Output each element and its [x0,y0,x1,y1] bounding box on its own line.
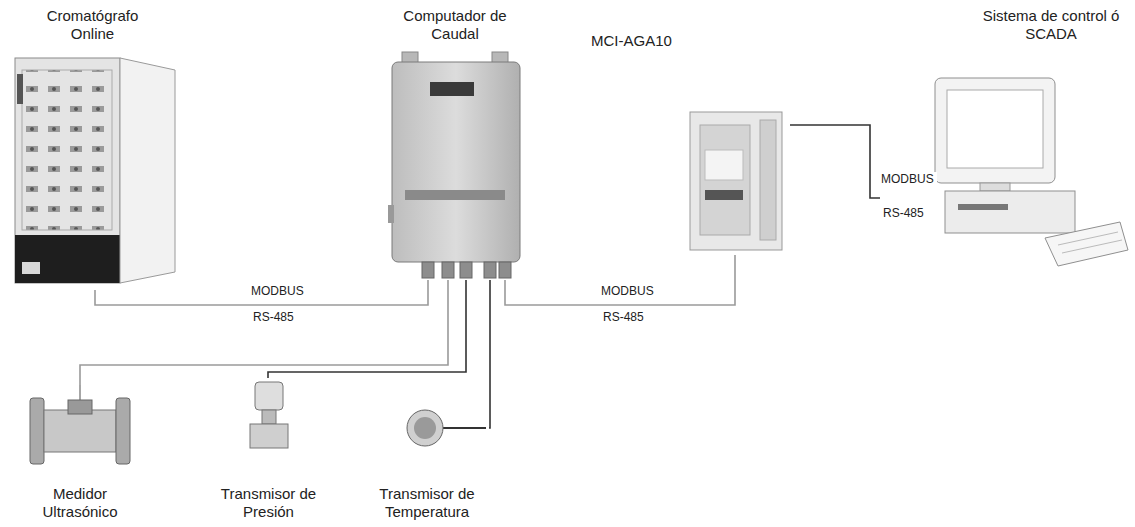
cable-connector [505,255,735,305]
protocol-label: RS-485 [250,310,297,324]
din-rail-module [690,112,782,250]
device-label: Transmisor de Presión [207,483,330,523]
device-label: Sistema de control ó SCADA [972,5,1130,45]
device-label: Transmisor de Temperatura [366,483,489,523]
chromatograph-cabinet [15,58,175,283]
flow-computer-node: Computador de Caudal [385,5,525,280]
temperature-transmitter [407,410,486,446]
protocol-label: MODBUS [248,284,307,298]
protocol-label: RS-485 [880,206,927,220]
ultrasonic-meter-node: Medidor Ultrasónico [15,385,145,523]
chromatograph-node: Cromatógrafo Online [5,5,180,290]
interface-module-node: MCI-AGA10 [585,30,790,255]
pressure-transmitter-node: Transmisor de Presión [205,378,332,523]
protocol-label: RS-485 [600,310,647,324]
device-label: Computador de Caudal [391,5,519,45]
scada-node: Sistema de control ó SCADA [880,5,1130,267]
temperature-transmitter-node: Transmisor de Temperatura [365,400,489,523]
protocol-label: MODBUS [878,172,937,186]
device-label: Medidor Ultrasónico [21,483,139,523]
cable-connector [80,280,448,385]
device-label: MCI-AGA10 [587,30,676,52]
ultrasonic-meter [30,385,130,464]
device-label: Cromatógrafo Online [29,5,157,45]
cable-connector [489,280,490,428]
protocol-label: MODBUS [598,284,657,298]
cable-connector [790,125,880,198]
pressure-transmitter [250,382,288,448]
cable-connector [95,280,428,305]
scada-computer [935,78,1128,266]
flow-computer-housing [388,52,520,278]
